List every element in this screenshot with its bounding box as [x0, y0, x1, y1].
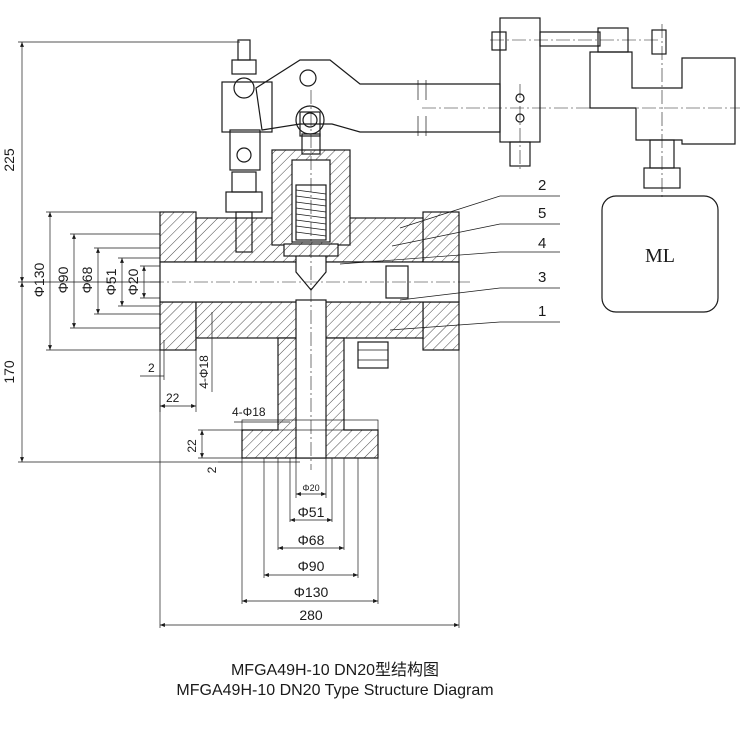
left-dimensions: 225 170 Φ130 Φ90 Φ68 Φ51 Φ20 2 22 4-Φ18: [1, 41, 300, 463]
right-flange-upper: [422, 211, 460, 263]
caption-chinese: MFGA49H-10 DN20型结构图: [230, 662, 440, 679]
left-arm: [221, 81, 273, 133]
dim-bottom-holes: 4-Φ18: [232, 405, 266, 419]
dim-bottom-gap: 2: [205, 466, 219, 473]
dim-left-thickness: 22: [166, 391, 180, 405]
weight-arm: [589, 51, 736, 145]
dim-bottom-d90: Φ90: [298, 558, 325, 574]
dim-left-d130: Φ130: [31, 263, 47, 298]
dim-bottom-thickness: 22: [185, 439, 199, 453]
dim-height-170: 170: [1, 360, 17, 384]
part-1: 1: [538, 303, 546, 320]
dim-bottom-d51: Φ51: [298, 504, 325, 520]
dim-left-d90: Φ90: [55, 266, 71, 293]
left-flange-lower: [159, 301, 197, 351]
part-leaders: 2 5 4 3 1: [339, 177, 560, 331]
dim-bottom-d68: Φ68: [298, 532, 325, 548]
body-nut: [357, 341, 389, 369]
valve-body: [159, 149, 460, 459]
dim-left-d51: Φ51: [103, 268, 119, 295]
dim-left-holes: 4-Φ18: [197, 355, 211, 389]
dim-left-d20: Φ20: [125, 268, 141, 295]
dim-left-gap: 2: [148, 361, 155, 375]
dim-height-225: 225: [1, 148, 17, 172]
caption-english: MFGA49H-10 DN20 Type Structure Diagram: [176, 682, 494, 699]
part-5: 5: [538, 205, 546, 222]
dim-overall-width: 280: [299, 607, 323, 623]
dim-left-d68: Φ68: [79, 266, 95, 293]
right-spigot: [385, 265, 409, 299]
lever-bar: [255, 59, 501, 133]
part-3: 3: [538, 269, 546, 286]
structure-diagram: ML 2 5 4 3 1 225 170 Φ130: [1, 17, 740, 628]
dim-bottom-d130: Φ130: [294, 584, 329, 600]
weight-label: ML: [645, 245, 675, 267]
lever-assembly: ML: [221, 17, 740, 313]
left-flange-upper: [159, 211, 197, 263]
weight-block: [601, 195, 719, 313]
part-2: 2: [538, 177, 546, 194]
bottom-dimensions: 4-Φ18 22 2 Φ20 Φ51 Φ68 Φ90 Φ130 280: [159, 350, 460, 628]
dim-bottom-d20: Φ20: [302, 483, 319, 493]
bottom-flange-face: [241, 419, 379, 431]
part-4: 4: [538, 235, 546, 252]
